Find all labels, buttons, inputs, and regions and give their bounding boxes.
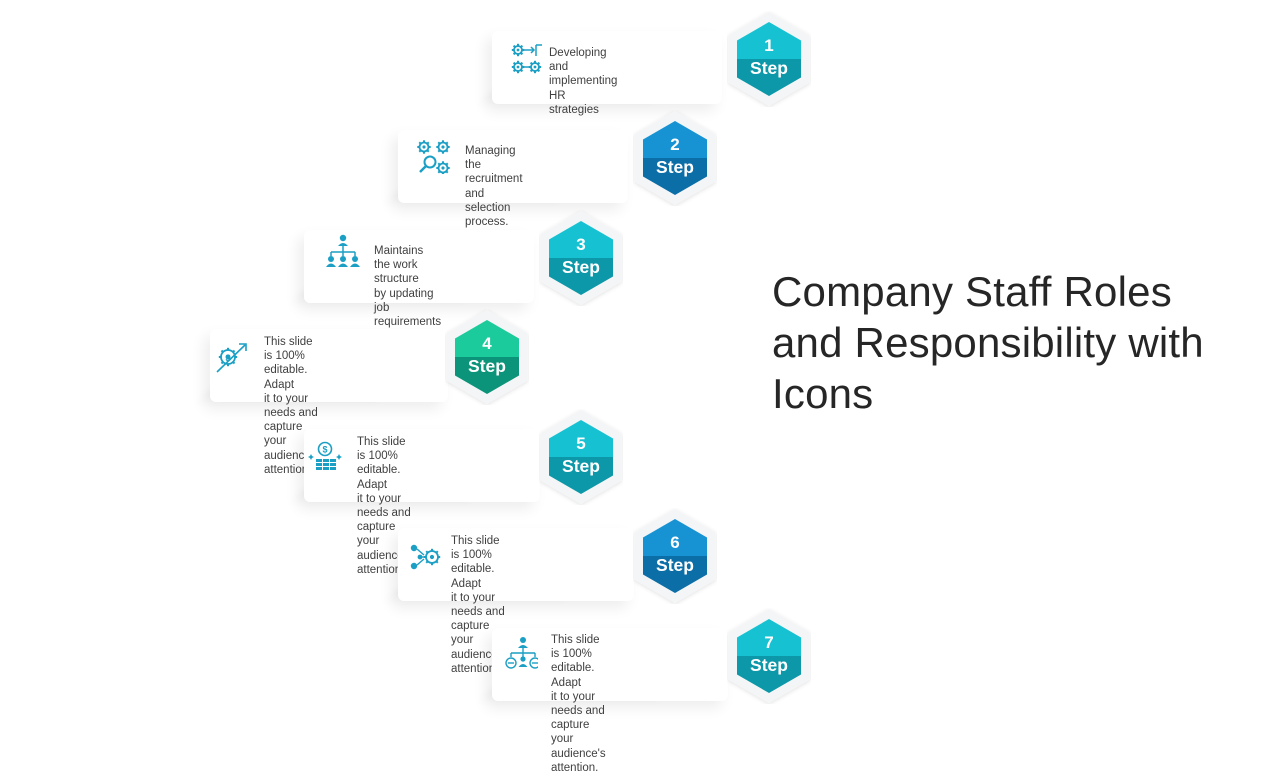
step-number: 4 [482,334,492,353]
description-line: implementing HR strategies [549,75,618,116]
team-hierarchy-icon [504,636,541,670]
description-line: audience's attention. [551,747,606,774]
description-line: This slide is 100% editable. Adapt [264,336,313,391]
org-chart-people-icon [326,234,360,268]
description-line: it to your needs and capture your [357,492,411,548]
step-label: Step [562,456,600,476]
step-card [210,329,448,402]
step-number: 5 [576,434,586,453]
description-line: Maintains the work structure [374,245,424,286]
step-number: 2 [670,135,680,154]
description-line: This slide is 100% editable. Adapt [451,535,500,590]
step-label: Step [656,157,694,177]
svg-text:$: $ [322,445,327,455]
step-number: 6 [670,533,680,552]
svg-text:$: $ [225,353,230,363]
step-card [492,628,728,701]
step-card [398,528,634,601]
description-line: audience's attention. [451,648,506,675]
step-label: Step [656,555,694,575]
description-line: it to your needs and capture your [551,690,605,746]
description-line: selection process. [465,201,511,229]
step-card [304,429,540,502]
description-line: This slide is 100% editable. Adapt [357,436,406,491]
step-label: Step [468,356,506,376]
step-label: Step [562,257,600,277]
gears-flow-icon [511,42,545,76]
description-line: audience's attention. [357,549,412,576]
money-stack-icon: $ [308,440,342,474]
step-card [398,130,628,203]
step-number: 3 [576,235,586,254]
description-line: This slide is 100% editable. Adapt [551,634,600,689]
description-line: it to your needs and capture your [264,392,318,448]
slide-title: Company Staff Roles and Responsibility w… [772,268,1204,417]
step-label: Step [750,58,788,78]
description-line: Managing the recruitment and [465,145,523,200]
step-number: 7 [764,633,774,652]
description-line: by updating job requirements [374,287,442,329]
gear-network-icon [408,540,442,574]
money-growth-icon: $ [214,340,248,374]
gears-search-icon [416,140,450,175]
description-line: it to your needs and capture your [451,591,505,647]
step-label: Step [750,655,788,675]
step-number: 1 [764,36,774,55]
slide: Company Staff Roles and Responsibility w… [201,11,1204,774]
description-line: Developing and [549,47,607,74]
